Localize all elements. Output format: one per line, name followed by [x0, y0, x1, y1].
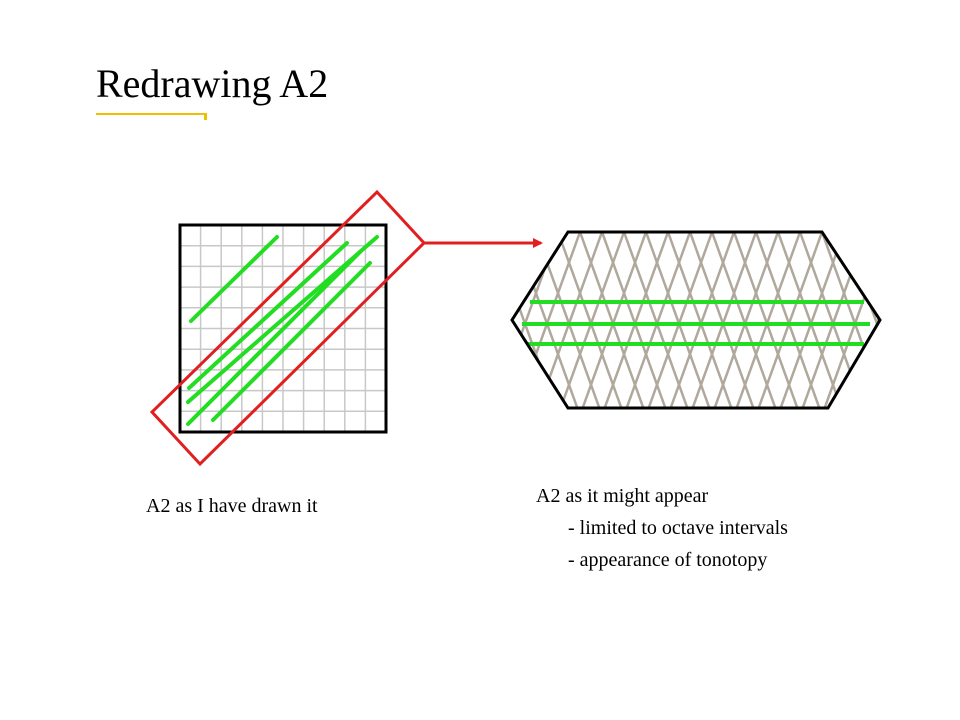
title-underline-tick: [204, 113, 207, 120]
lattice-line: [713, 232, 780, 408]
lattice-line: [429, 232, 492, 408]
square-highlight-lines: [186, 235, 379, 426]
caption-right-title: A2 as it might appear: [536, 485, 709, 507]
lattice-line: [625, 232, 692, 408]
slide-title: Redrawing A2: [96, 61, 329, 106]
title-underline: [96, 113, 206, 115]
grid-square: [149, 189, 427, 467]
square-grid-lines: [180, 225, 386, 432]
lattice-line: [910, 232, 960, 408]
lattice-line: [559, 232, 626, 408]
lattice-line: [757, 232, 824, 408]
caption-right-item: - appearance of tonotopy: [568, 549, 768, 571]
lattice-line: [691, 232, 758, 408]
caption-right-item: - limited to octave intervals: [568, 517, 788, 539]
lattice-line: [735, 232, 802, 408]
lattice-line: [603, 232, 670, 408]
lattice-line: [647, 232, 714, 408]
lattice-line: [888, 232, 951, 408]
square-highlight-line: [187, 241, 349, 390]
hexagon-outline: [510, 230, 882, 410]
caption-left: A2 as I have drawn it: [146, 495, 318, 517]
lattice-line: [932, 232, 960, 408]
lattice-line: [581, 232, 648, 408]
square-outline: [178, 223, 388, 434]
lattice-line: [407, 232, 470, 408]
square-highlight-line: [211, 261, 372, 422]
hex-highlight-lines: [522, 300, 870, 346]
lattice-line: [779, 232, 846, 408]
lattice-line: [512, 232, 516, 408]
caption-right: A2 as it might appear - limited to octav…: [536, 480, 788, 576]
hexagon-lattice: [407, 230, 960, 410]
lattice-line: [669, 232, 736, 408]
selection-box: [149, 189, 427, 467]
square-highlight-line: [189, 235, 279, 323]
hex-lattice-lines: [407, 232, 960, 408]
square-highlight-line: [186, 249, 363, 426]
